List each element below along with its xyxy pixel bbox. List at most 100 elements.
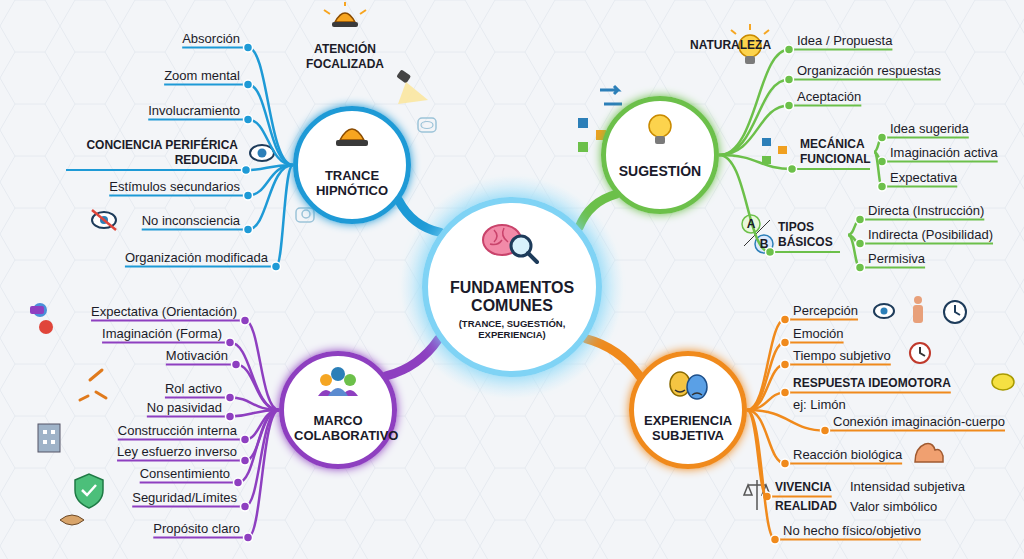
leaf-underline bbox=[165, 397, 230, 399]
branch-heading: NATURALEZA bbox=[690, 38, 771, 53]
leaf-label: Expectativa bbox=[890, 170, 957, 185]
leaf-dot bbox=[242, 166, 251, 175]
hub-circle: SUGESTIÓN bbox=[601, 96, 719, 214]
branch-line bbox=[719, 155, 770, 252]
leaf-dot bbox=[856, 215, 865, 224]
branch-line bbox=[248, 85, 293, 166]
leaf-label: Involucramiento bbox=[148, 103, 240, 118]
branch-line bbox=[747, 410, 825, 431]
leaf-underline bbox=[789, 105, 861, 107]
leaf-underline bbox=[775, 539, 921, 541]
branch-heading: RESPUESTA IDEOMOTORA bbox=[793, 376, 951, 391]
node-title: MARCO COLABORATIVO bbox=[284, 414, 392, 444]
leaf-underline bbox=[125, 266, 276, 268]
hub-fills bbox=[280, 97, 746, 468]
leaf-underline bbox=[882, 137, 969, 139]
leaf-dot bbox=[785, 101, 794, 110]
leaf-dot bbox=[878, 133, 887, 142]
leaf-dot bbox=[781, 315, 790, 324]
leaf-label: Estímulos secundarios bbox=[109, 179, 240, 194]
leaf-underline bbox=[182, 47, 248, 49]
branch-heading: REALIDAD bbox=[775, 499, 837, 514]
leaf-dot bbox=[234, 478, 243, 487]
leaf-label: Construcción interna bbox=[118, 423, 237, 438]
branch-line bbox=[719, 50, 789, 156]
branch-line bbox=[719, 80, 789, 156]
leaf-label: Motivación bbox=[166, 348, 228, 363]
leaf-label: Conexión imaginación-cuerpo bbox=[833, 414, 1005, 429]
center-glow bbox=[400, 175, 624, 399]
leaf-label: Seguridad/Límites bbox=[132, 490, 237, 505]
leaf-underline bbox=[66, 169, 246, 171]
leaf-underline bbox=[825, 430, 1005, 432]
hub-connector bbox=[579, 194, 616, 227]
leaf-label: Imaginación (Forma) bbox=[102, 326, 222, 341]
branch-heading: ATENCIÓN FOCALIZADA bbox=[295, 42, 395, 72]
hub-connector bbox=[586, 339, 640, 377]
leaf-label: Directa (Instrucción) bbox=[868, 203, 984, 218]
leaf-label: Valor simbólico bbox=[850, 499, 937, 514]
leaf-underline bbox=[792, 168, 870, 170]
branch-line bbox=[230, 398, 279, 411]
branch-line bbox=[747, 343, 785, 411]
leaf-dot bbox=[241, 435, 250, 444]
hub-circle: EXPERIENCIA SUBJETIVA bbox=[629, 351, 747, 469]
branch-heading: B bbox=[760, 237, 769, 252]
leaf-underline bbox=[147, 416, 230, 418]
leaf-dot bbox=[856, 263, 865, 272]
leaf-dot bbox=[244, 533, 253, 542]
leaf-label: Aceptación bbox=[797, 89, 861, 104]
leaf-underline bbox=[153, 537, 248, 539]
leaf-label: Idea sugerida bbox=[890, 121, 969, 136]
leaf-underline bbox=[785, 342, 844, 344]
hub-circle: TRANCE HIPNÓTICO bbox=[293, 106, 411, 224]
leaf-label: Permisiva bbox=[868, 251, 925, 266]
branch-line bbox=[276, 165, 293, 267]
leaf-underline bbox=[770, 251, 840, 253]
leaf-dot bbox=[785, 45, 794, 54]
leaf-dot bbox=[244, 43, 253, 52]
leaf-underline bbox=[118, 439, 245, 441]
leaf-label: Organización modificada bbox=[125, 250, 268, 265]
leaf-underline bbox=[789, 79, 941, 81]
masks-icon bbox=[670, 372, 707, 399]
leaf-dot bbox=[781, 459, 790, 468]
leaf-underline bbox=[142, 229, 248, 231]
leaf-dot bbox=[232, 360, 241, 369]
node-title: TRANCE HIPNÓTICO bbox=[298, 169, 406, 199]
leaf-dot bbox=[241, 316, 250, 325]
leaf-dot bbox=[226, 338, 235, 347]
branch-line bbox=[747, 410, 775, 540]
leaf-underline bbox=[166, 364, 236, 366]
hub-connector bbox=[399, 201, 441, 233]
leaf-label: Imaginación activa bbox=[890, 145, 998, 160]
hub-connector bbox=[386, 339, 438, 376]
leaf-dot bbox=[788, 165, 797, 174]
leaf-label: Tiempo subjetivo bbox=[793, 348, 891, 363]
leaf-dot bbox=[878, 182, 887, 191]
leaf-label: No hecho físico/objetivo bbox=[783, 523, 921, 538]
leaf-underline bbox=[785, 392, 951, 394]
leaf-underline bbox=[860, 267, 925, 269]
leaf-underline bbox=[789, 49, 892, 51]
flow-icon bbox=[762, 138, 787, 164]
leaf-label: Expectativa (Orientación) bbox=[91, 304, 237, 319]
branch-line bbox=[236, 365, 279, 411]
leaf-underline bbox=[117, 460, 245, 462]
leaf-dot bbox=[226, 393, 235, 402]
leaf-label: No pasividad bbox=[147, 400, 222, 415]
node-subtitle: (TRANCE, SUGESTIÓN, EXPERIENCIA) bbox=[428, 319, 596, 341]
leaf-underline bbox=[785, 364, 891, 366]
node-title: EXPERIENCIA SUBJETIVA bbox=[634, 414, 742, 444]
leaf-underline bbox=[140, 482, 238, 484]
leaf-label: Indirecta (Posibilidad) bbox=[868, 227, 993, 242]
leaf-underline bbox=[102, 342, 230, 344]
leaf-label: Zoom mental bbox=[164, 68, 240, 83]
spotlight-icon bbox=[296, 69, 436, 222]
branch-heading: A bbox=[747, 217, 756, 232]
leaf-label: Consentimiento bbox=[140, 466, 230, 481]
leaf-dot bbox=[781, 388, 790, 397]
brain-magnifier-icon bbox=[483, 225, 537, 262]
branch-line bbox=[719, 106, 789, 156]
leaf-underline bbox=[148, 119, 248, 121]
